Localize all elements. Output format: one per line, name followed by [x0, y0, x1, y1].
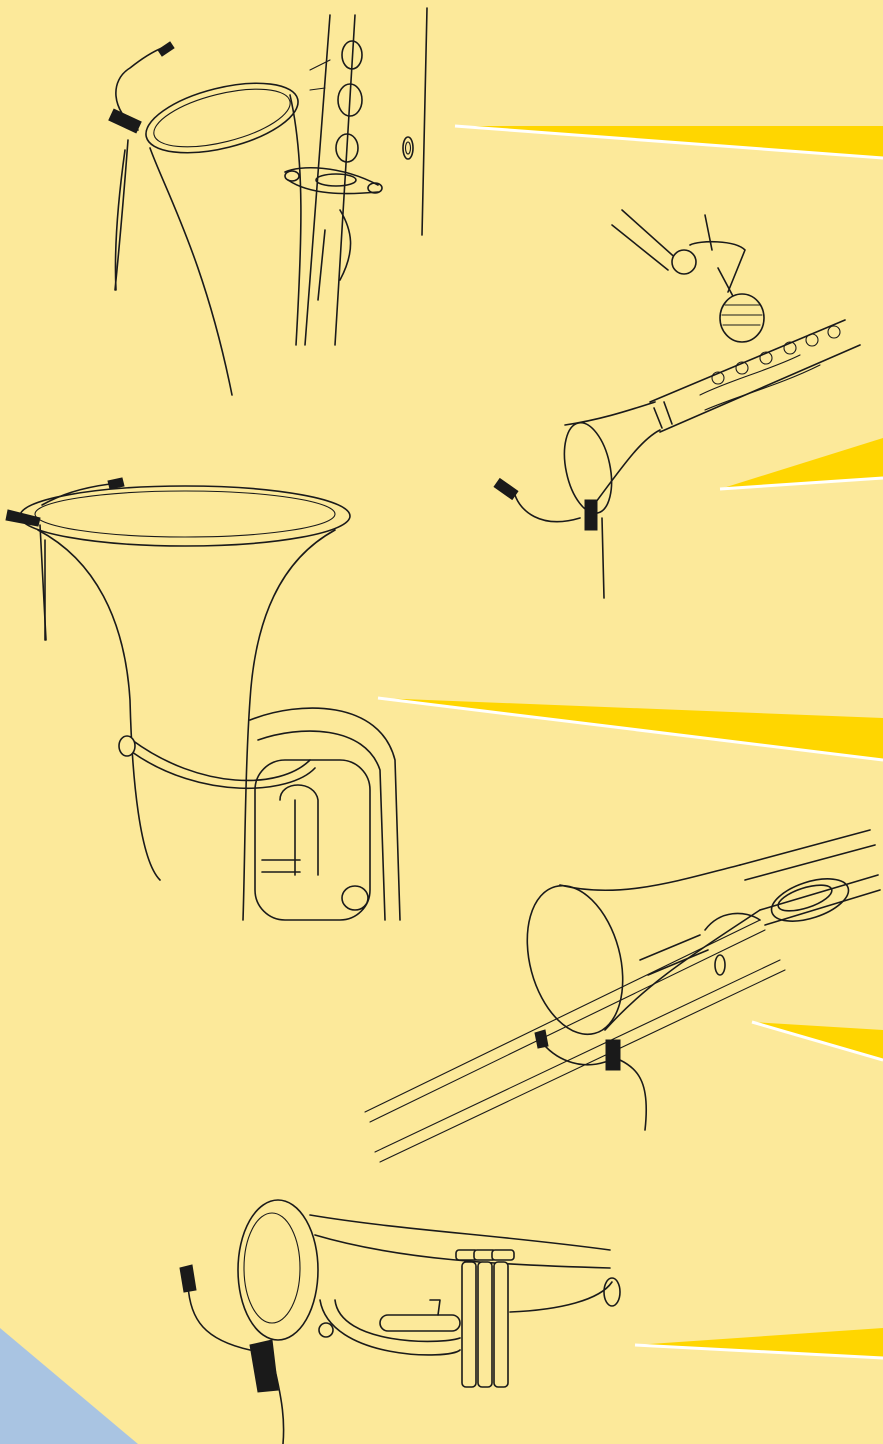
- accent-stripe-5: [635, 1328, 883, 1358]
- tuba-with-clip-microphone-icon: [6, 478, 400, 920]
- trumpet-with-clip-microphone-icon: [180, 1200, 620, 1444]
- trombone-with-clip-microphone-icon: [365, 830, 880, 1162]
- saxophone-with-clip-microphone-icon: [109, 8, 427, 395]
- accent-stripe-3: [378, 698, 883, 760]
- clarinet-with-clip-microphone-icon: [494, 210, 860, 598]
- corner-triangle: [0, 1328, 138, 1444]
- accent-stripe-4: [752, 1022, 883, 1060]
- accent-stripes: [378, 126, 883, 1358]
- accent-stripe-1: [455, 126, 883, 158]
- accent-stripe-2: [720, 438, 883, 489]
